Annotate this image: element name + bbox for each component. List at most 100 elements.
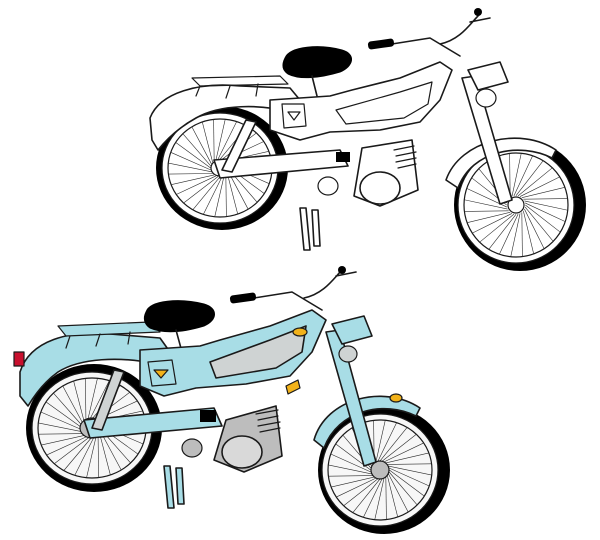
top-frame-emblem xyxy=(281,103,307,129)
spoke xyxy=(38,422,84,433)
top-swing-arm xyxy=(213,149,349,179)
spoke xyxy=(389,467,430,487)
spoke xyxy=(385,477,387,520)
bottom-carrier-rack xyxy=(57,321,161,349)
spoke xyxy=(479,213,515,243)
spoke xyxy=(168,173,213,175)
top-crank-block xyxy=(336,152,350,162)
spoke xyxy=(168,162,212,173)
spoke xyxy=(472,213,513,234)
spoke xyxy=(509,153,511,198)
bottom-handlebar xyxy=(253,269,357,311)
bottom-engine xyxy=(181,405,283,473)
spoke xyxy=(385,452,429,464)
bottom-fender-reflector xyxy=(389,393,403,403)
top-stand xyxy=(299,207,321,251)
spoke xyxy=(519,176,560,197)
spoke xyxy=(383,442,424,463)
spoke xyxy=(89,380,110,420)
top-seat-post xyxy=(311,75,319,101)
spoke xyxy=(515,160,544,196)
bottom-moped xyxy=(13,266,450,534)
top-left-grip xyxy=(367,38,395,50)
bottom-stand xyxy=(163,465,185,509)
bottom-rear-fender xyxy=(19,332,171,407)
spoke xyxy=(74,436,95,476)
top-seat xyxy=(282,46,352,79)
top-engine xyxy=(317,139,419,207)
spoke xyxy=(387,463,432,465)
spoke xyxy=(343,478,379,506)
spoke xyxy=(40,411,83,431)
spoke xyxy=(352,478,381,513)
spoke xyxy=(331,476,375,488)
spoke xyxy=(379,427,408,462)
spoke xyxy=(183,176,219,204)
top-headlamp-ring xyxy=(475,88,497,108)
bottom-crank-block xyxy=(200,410,216,422)
bottom-seat xyxy=(143,300,215,333)
spoke xyxy=(467,212,511,224)
spoke xyxy=(510,213,521,257)
top-shock xyxy=(221,119,257,173)
spoke xyxy=(203,176,223,215)
spoke xyxy=(513,155,533,197)
spoke xyxy=(97,435,99,478)
spoke xyxy=(191,126,212,165)
spoke xyxy=(523,198,568,200)
spoke xyxy=(87,378,98,420)
spoke xyxy=(464,210,509,212)
spoke xyxy=(363,478,383,518)
bottom-tank-badge xyxy=(292,327,308,337)
spoke xyxy=(62,385,84,425)
bottom-front-fender xyxy=(313,395,421,449)
spoke xyxy=(388,473,409,513)
bottom-swing-arm xyxy=(83,407,223,439)
bottom-left-grip xyxy=(229,292,257,304)
top-headlamp xyxy=(467,61,509,91)
top-frame-tank xyxy=(335,81,433,125)
spoke xyxy=(73,380,85,423)
spoke xyxy=(499,213,519,255)
bottom-mirror xyxy=(338,266,346,274)
spoke xyxy=(389,469,425,497)
spoke xyxy=(228,171,249,210)
spoke xyxy=(387,475,399,518)
spoke xyxy=(46,435,88,456)
spoke xyxy=(45,401,83,429)
spoke xyxy=(377,422,397,462)
spoke xyxy=(328,464,372,475)
spoke xyxy=(171,174,215,185)
spoke xyxy=(381,434,417,462)
spoke xyxy=(176,175,217,195)
spoke xyxy=(213,119,215,162)
spoke xyxy=(521,212,523,257)
spoke xyxy=(388,471,418,506)
spoke xyxy=(38,433,85,435)
spoke xyxy=(85,378,87,421)
spoke xyxy=(525,204,561,233)
spoke xyxy=(86,436,97,478)
spoke xyxy=(170,152,211,171)
spoke xyxy=(521,186,565,198)
spoke xyxy=(100,431,122,471)
spoke xyxy=(374,478,385,520)
top-frame-body xyxy=(269,61,453,141)
spoke xyxy=(464,199,508,210)
bottom-front-wheel xyxy=(318,406,450,534)
top-mirror xyxy=(474,8,482,16)
bottom-shock xyxy=(91,369,125,431)
spoke xyxy=(192,176,221,210)
spoke xyxy=(54,436,91,464)
spoke xyxy=(201,121,213,163)
spoke xyxy=(524,208,545,249)
spoke xyxy=(511,153,522,197)
bottom-side-reflector xyxy=(285,379,301,395)
spoke xyxy=(523,210,535,254)
bottom-headlamp-lens xyxy=(338,345,358,363)
spoke xyxy=(524,206,554,242)
spoke xyxy=(328,475,373,477)
spoke xyxy=(330,453,371,473)
